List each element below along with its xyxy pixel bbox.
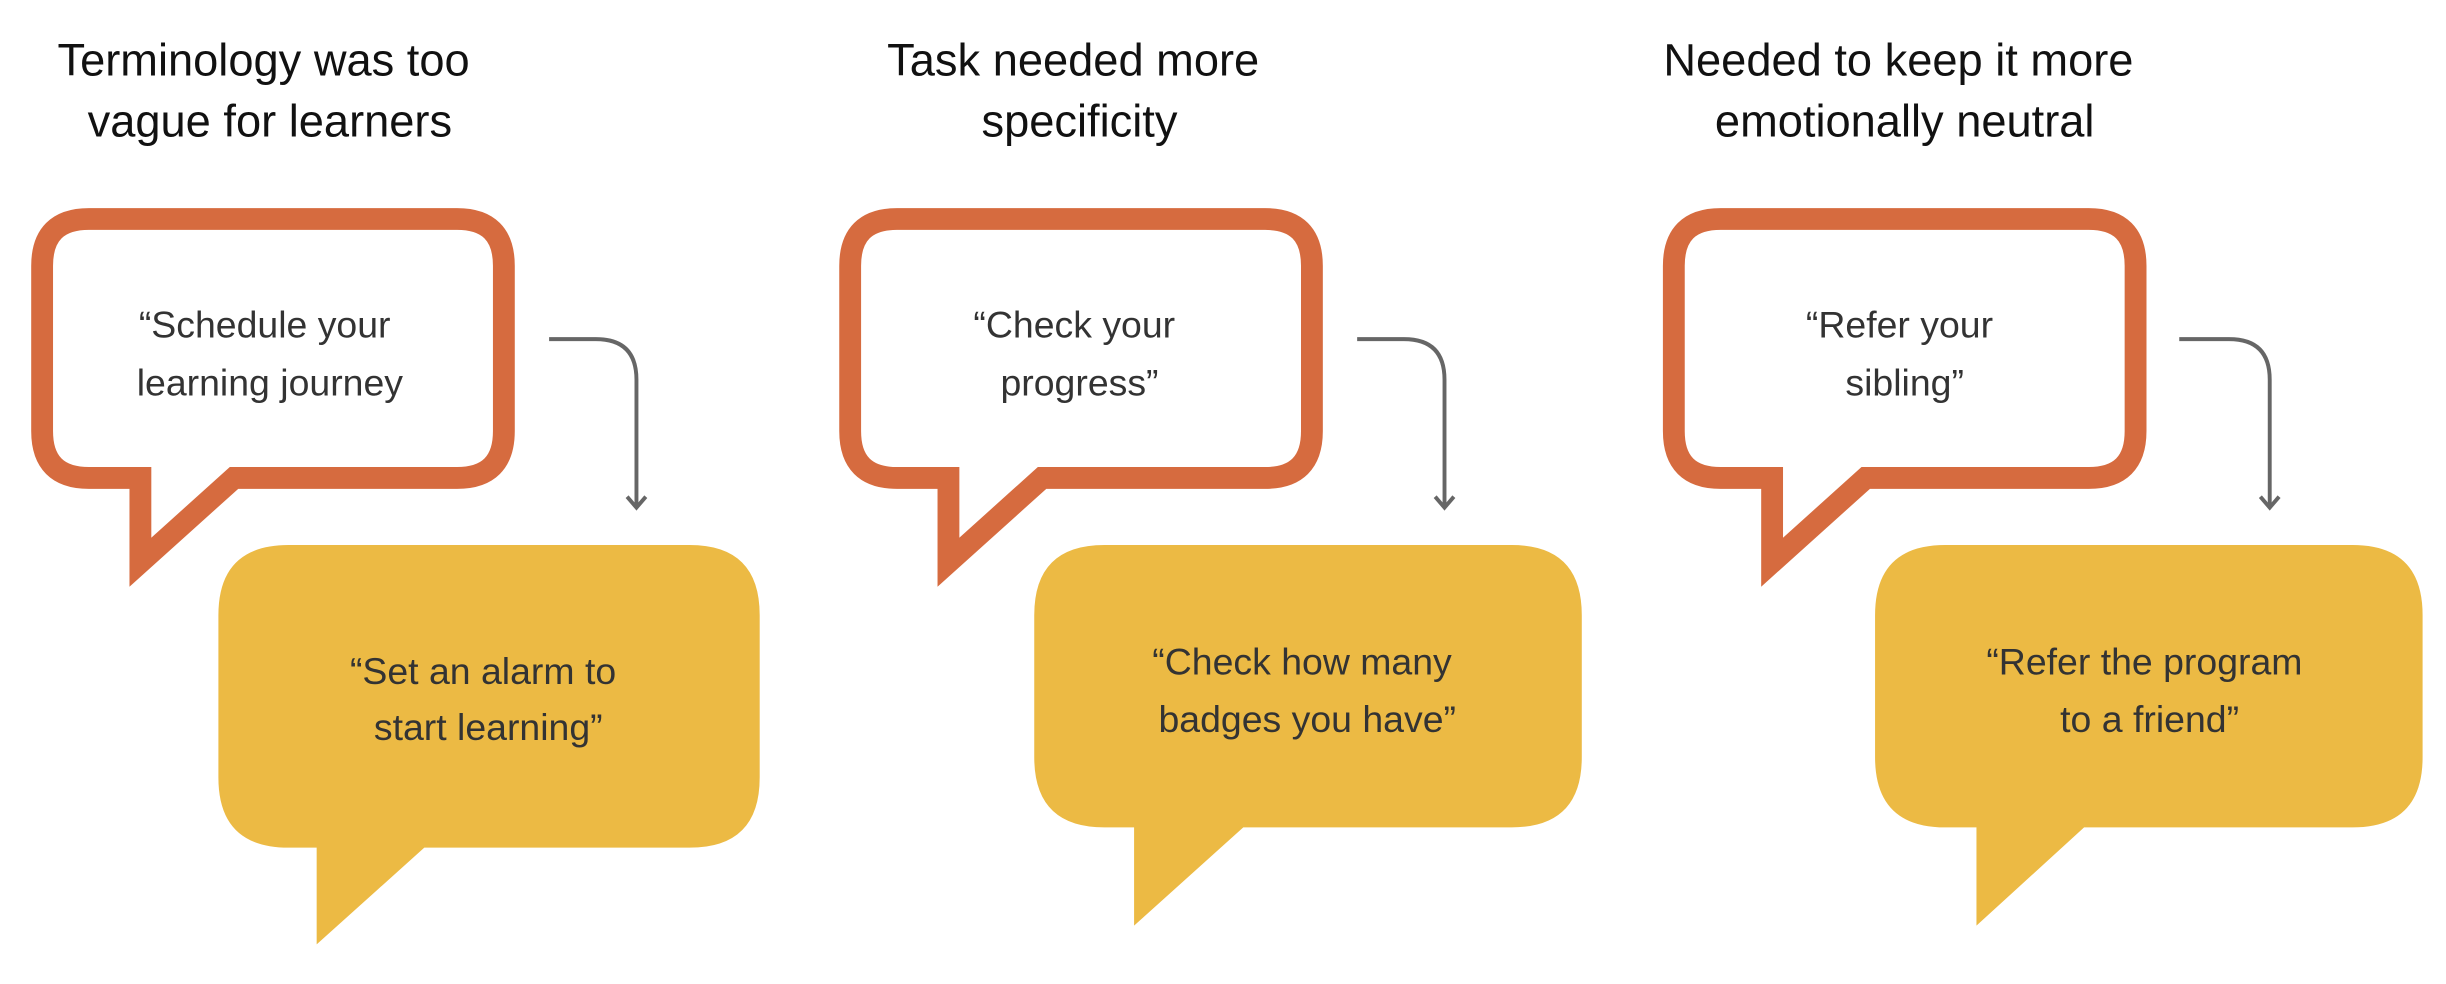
panel-3: Needed to keep it more emotionally neutr… [1662, 34, 2423, 926]
panel-1: Terminology was too vague for learners “… [31, 34, 760, 945]
arrowhead-icon [625, 495, 648, 511]
arrow-connector [549, 337, 639, 507]
original-phrase: “Refer your sibling” [1806, 304, 2004, 404]
arrowhead-icon [1433, 495, 1456, 511]
original-speech-bubble [31, 208, 515, 587]
panel-title: Needed to keep it more emotionally neutr… [1663, 34, 2146, 146]
original-speech-bubble [839, 208, 1323, 587]
revised-speech-bubble [1875, 545, 2423, 926]
revised-speech-bubble [218, 545, 760, 945]
panel-title: Task needed more specificity [887, 34, 1272, 146]
revised-phrase: “Check how many badges you have” [1152, 641, 1462, 741]
revised-phrase: “Refer the program to a friend” [1986, 641, 2313, 741]
revised-speech-bubble [1034, 545, 1582, 926]
original-phrase: “Check your progress” [973, 304, 1185, 404]
original-phrase: “Schedule your learning journey [137, 304, 404, 404]
arrowhead-icon [2258, 495, 2281, 511]
arrow-connector [2179, 337, 2272, 507]
original-speech-bubble [1662, 208, 2147, 587]
revised-phrase: “Set an alarm to start learning” [350, 650, 627, 748]
panel-title: Terminology was too vague for learners [57, 34, 482, 146]
panel-2: Task needed more specificity “Check your… [839, 34, 1582, 926]
arrow-connector [1357, 337, 1447, 507]
